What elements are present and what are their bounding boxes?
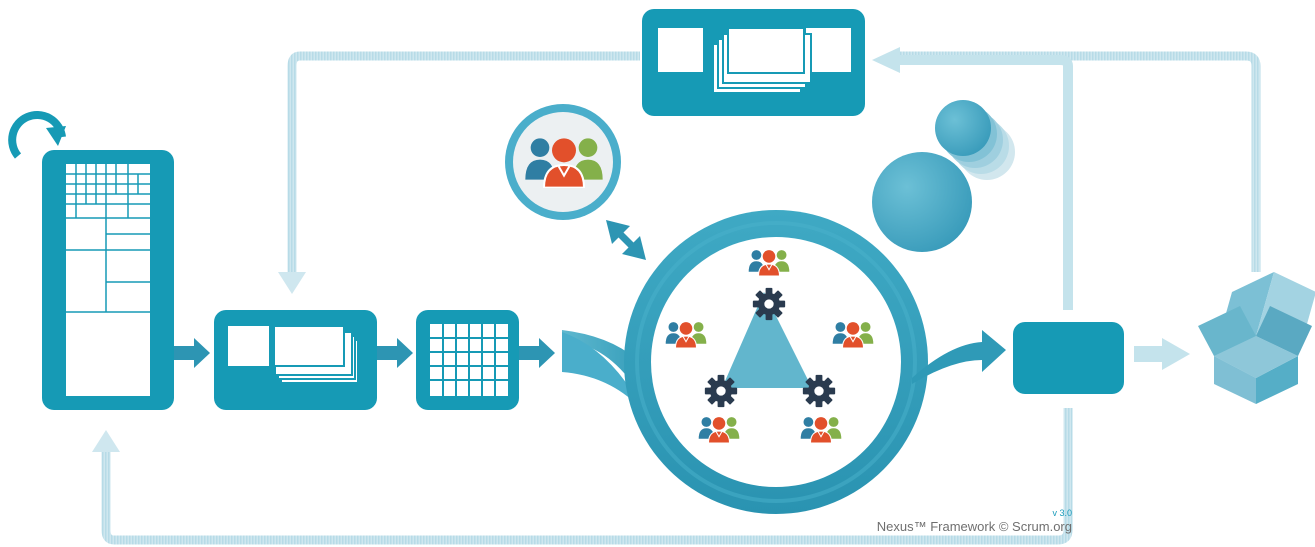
backlog-feedback-loop	[92, 408, 1073, 545]
double-arrow-icon	[606, 220, 646, 260]
nexus-sprint-planning-box	[214, 310, 377, 410]
nexus-sprint-backlog-box	[416, 310, 519, 410]
product-backlog	[42, 150, 174, 410]
sprint-exit-swoosh	[912, 330, 1006, 384]
nexus-daily-scrum	[872, 100, 1015, 252]
flow-arrow	[377, 338, 413, 368]
package-box-icon	[1198, 272, 1315, 404]
sprint-review-box	[642, 9, 865, 116]
sprint-entry-swoosh-shade	[562, 332, 644, 412]
gear-icon	[802, 374, 836, 408]
retro-arrowhead-left	[872, 47, 900, 73]
caption: v 3.0 Nexus™ Framework © Scrum.org	[877, 508, 1072, 535]
version-label: v 3.0	[1052, 508, 1072, 518]
nexus-sprint-cycle	[624, 210, 928, 514]
nexus-integration-team	[505, 104, 621, 220]
gear-icon	[704, 374, 738, 408]
flow-arrow	[519, 338, 555, 368]
refinement-loop	[278, 51, 640, 294]
retrospective-loop	[872, 47, 1261, 310]
release-arrow	[1134, 338, 1190, 370]
flow-arrow	[174, 338, 210, 368]
attribution-label: Nexus™ Framework © Scrum.org	[876, 519, 1072, 534]
loop-arrowhead-down	[278, 272, 306, 294]
integration-triangle	[722, 292, 812, 388]
cycle-arrow-icon	[8, 110, 66, 159]
gear-icon	[752, 287, 786, 321]
integrated-increment	[1013, 322, 1124, 394]
feedback-arrowhead-up	[92, 430, 120, 452]
